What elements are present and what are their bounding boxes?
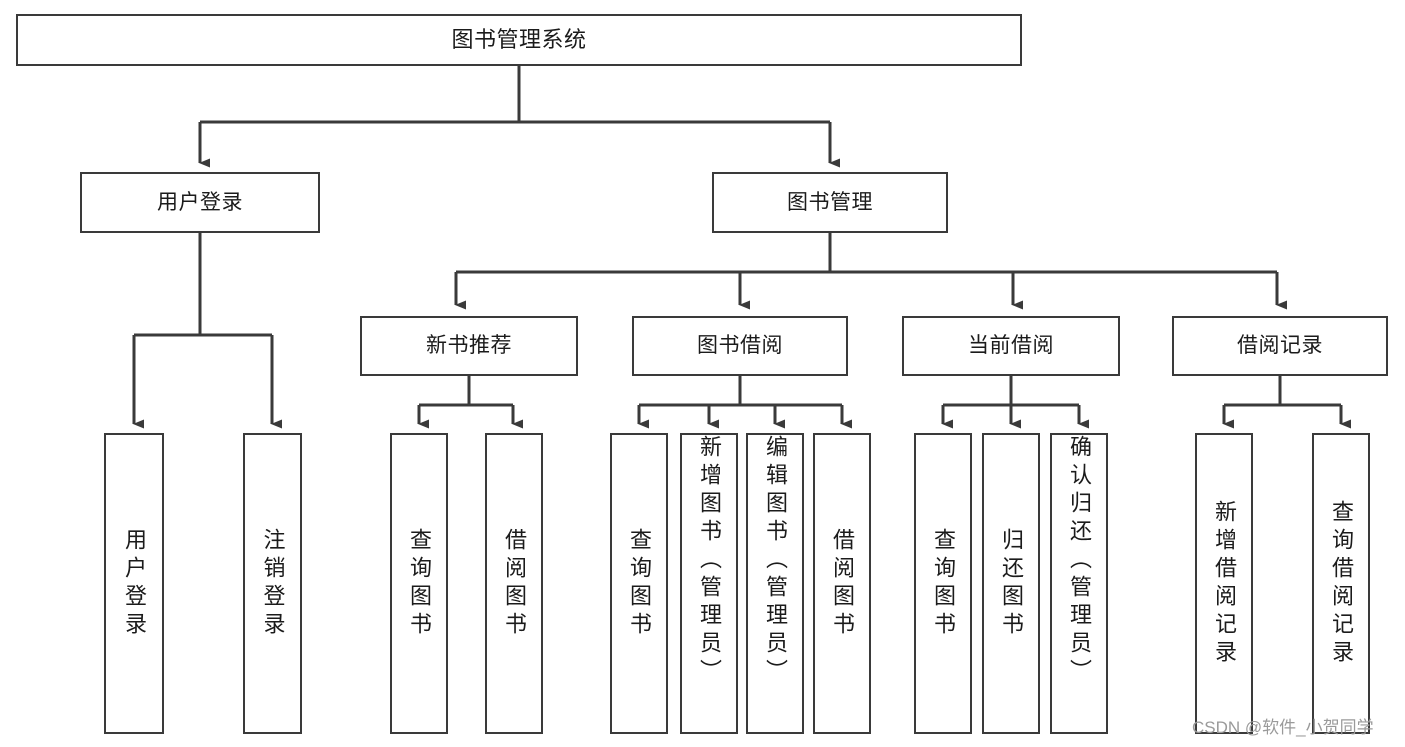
node-leaf-query-record[interactable]: 查询借阅记录 xyxy=(1312,433,1370,734)
node-leaf-query-book-2[interactable]: 查询图书 xyxy=(610,433,668,734)
node-user-login-label: 用户登录 xyxy=(157,190,243,214)
node-leaf-confirm-return[interactable]: 确认归还（管理员） xyxy=(1050,433,1108,734)
node-book-borrow-label: 图书借阅 xyxy=(697,334,783,358)
node-root-label: 图书管理系统 xyxy=(451,26,587,52)
node-leaf-borrow-book-2[interactable]: 借阅图书 xyxy=(813,433,871,734)
node-book-management[interactable]: 图书管理 xyxy=(712,172,948,233)
node-leaf-user-login[interactable]: 用户登录 xyxy=(104,433,164,734)
node-leaf-query-book-3-label: 查询图书 xyxy=(931,527,956,640)
node-borrow-record-label: 借阅记录 xyxy=(1237,334,1323,358)
watermark-text: CSDN @软件_小贺同学 xyxy=(1192,718,1374,737)
node-leaf-borrow-book-1[interactable]: 借阅图书 xyxy=(485,433,543,734)
node-leaf-add-book-label: 新增图书（管理员） xyxy=(697,435,722,687)
node-book-management-label: 图书管理 xyxy=(787,190,873,214)
node-leaf-query-book-1-label: 查询图书 xyxy=(407,527,432,640)
node-leaf-return-book[interactable]: 归还图书 xyxy=(982,433,1040,734)
node-new-book-recommend[interactable]: 新书推荐 xyxy=(360,316,578,376)
node-leaf-borrow-book-2-label: 借阅图书 xyxy=(830,527,855,640)
node-leaf-borrow-book-1-label: 借阅图书 xyxy=(502,527,527,640)
node-leaf-query-book-3[interactable]: 查询图书 xyxy=(914,433,972,734)
node-leaf-edit-book-label: 编辑图书（管理员） xyxy=(763,435,788,687)
node-leaf-query-book-2-label: 查询图书 xyxy=(627,527,652,640)
node-leaf-user-logout[interactable]: 注销登录 xyxy=(243,433,302,734)
node-root[interactable]: 图书管理系统 xyxy=(16,14,1022,66)
node-leaf-add-record-label: 新增借阅记录 xyxy=(1212,499,1237,668)
node-leaf-user-login-label: 用户登录 xyxy=(122,527,147,640)
node-leaf-user-logout-label: 注销登录 xyxy=(260,527,286,640)
node-current-borrow[interactable]: 当前借阅 xyxy=(902,316,1120,376)
node-new-book-recommend-label: 新书推荐 xyxy=(426,334,512,358)
node-borrow-record[interactable]: 借阅记录 xyxy=(1172,316,1388,376)
node-leaf-return-book-label: 归还图书 xyxy=(999,527,1024,640)
node-current-borrow-label: 当前借阅 xyxy=(968,334,1054,358)
node-leaf-add-record[interactable]: 新增借阅记录 xyxy=(1195,433,1253,734)
node-leaf-query-book-1[interactable]: 查询图书 xyxy=(390,433,448,734)
node-leaf-edit-book[interactable]: 编辑图书（管理员） xyxy=(746,433,804,734)
node-leaf-confirm-return-label: 确认归还（管理员） xyxy=(1067,435,1092,687)
node-leaf-query-record-label: 查询借阅记录 xyxy=(1329,499,1354,668)
node-leaf-add-book[interactable]: 新增图书（管理员） xyxy=(680,433,738,734)
node-user-login[interactable]: 用户登录 xyxy=(80,172,320,233)
node-book-borrow[interactable]: 图书借阅 xyxy=(632,316,848,376)
